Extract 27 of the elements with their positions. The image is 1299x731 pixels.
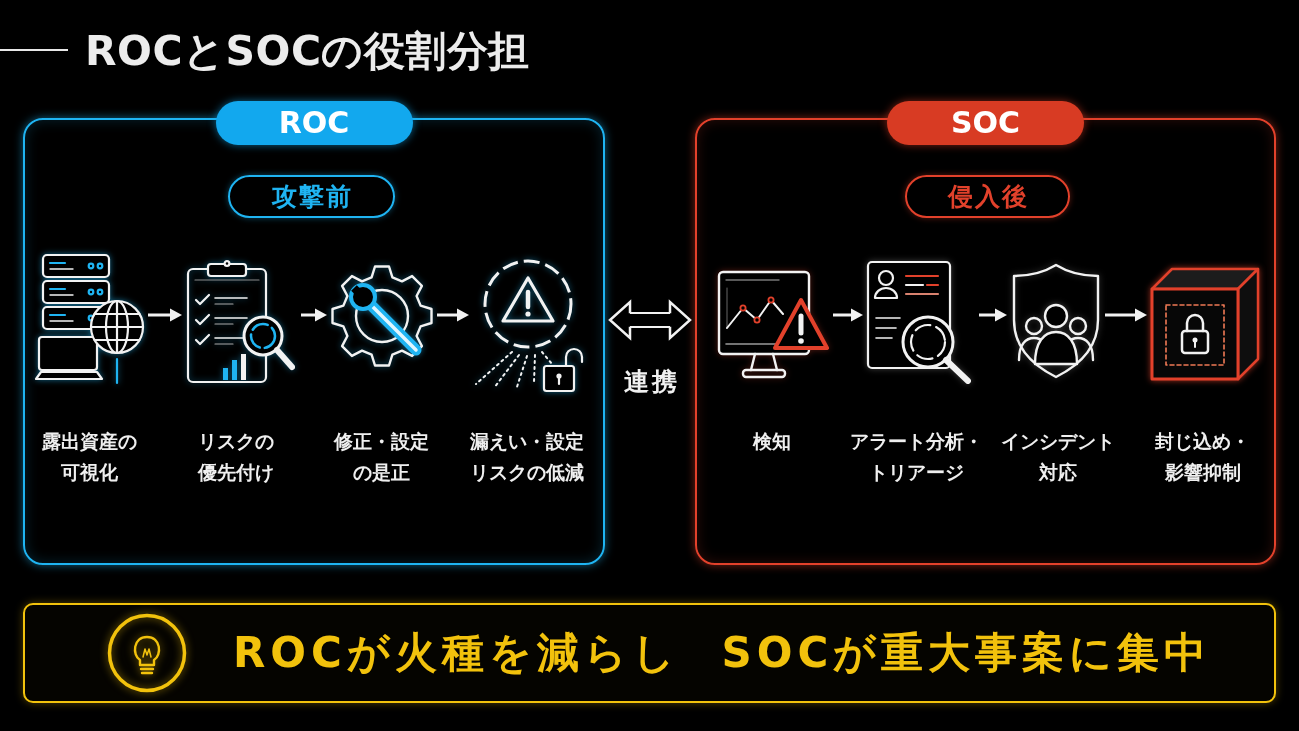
stage-label: 侵入後	[905, 175, 1070, 218]
panel-heading: ROC	[215, 101, 413, 145]
step-caption: インシデント対応	[1000, 429, 1116, 485]
step-caption: 修正・設定の是正	[332, 429, 431, 485]
arrow	[833, 308, 863, 322]
gear-wrench-icon	[330, 262, 434, 370]
arrow	[301, 308, 327, 322]
servers-globe-icon	[35, 253, 145, 385]
arrow	[1105, 308, 1147, 322]
arrow	[437, 308, 469, 322]
panel-heading: SOC	[887, 101, 1084, 145]
step-caption: 検知	[751, 429, 792, 454]
shield-people-icon	[1010, 262, 1102, 380]
summary-text: ROCが火種を減らし SOCが重大事案に集中	[233, 627, 1212, 679]
warning-lock-icon	[472, 258, 585, 393]
step-caption: リスクの優先付け	[196, 429, 275, 485]
step-caption: 漏えい・設定リスクの低減	[469, 429, 585, 485]
stage-label: 攻撃前	[228, 175, 395, 218]
summary-banner	[23, 603, 1276, 703]
page-title: ROCとSOCの役割分担	[85, 27, 530, 75]
step-caption: 露出資産の可視化	[41, 429, 139, 485]
step-caption: アラート分析・トリアージ	[849, 429, 985, 485]
clipboard-magnifier-icon	[185, 260, 298, 385]
arrow	[979, 308, 1007, 322]
step-caption: 封じ込め・影響抑制	[1154, 429, 1252, 485]
cube-lock-icon	[1150, 267, 1260, 382]
arrow	[148, 308, 182, 322]
